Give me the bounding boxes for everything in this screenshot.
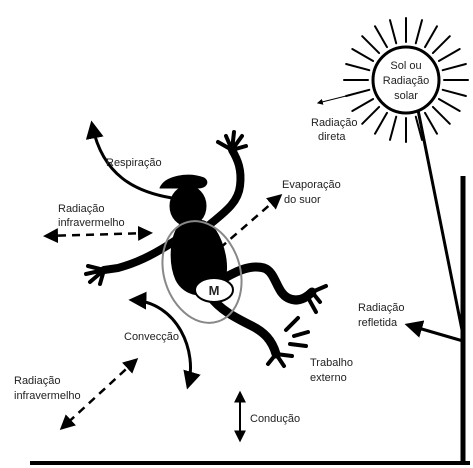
sun-ray: [416, 20, 422, 43]
direct-radiation-arrow: [318, 90, 370, 103]
sun-ray: [352, 99, 373, 111]
sun-ray: [443, 64, 466, 70]
figure-left-leg: [210, 296, 276, 354]
radiacao-direta-label-1: Radiação: [311, 117, 357, 129]
radiacao-refletida-label-1: Radiação: [358, 302, 404, 314]
sun-ray: [443, 90, 466, 96]
sun-ray: [390, 20, 396, 43]
conveccao-label: Convecção: [124, 331, 179, 343]
sun-ray: [375, 113, 387, 134]
evaporacao-label-1: Evaporação: [282, 179, 341, 191]
infrared-upper-arrow: [46, 233, 150, 236]
respiracao-label: Respiração: [106, 157, 162, 169]
trabalho-label-1: Trabalho: [310, 357, 353, 369]
figure-raised-arm: [208, 150, 241, 226]
sun-ray: [433, 107, 450, 124]
radiacao-iv-upper-label-1: Radiação: [58, 203, 104, 215]
figure-left-hand: [86, 266, 104, 284]
sun-ray: [433, 36, 450, 53]
radiacao-direta-label-2: direta: [318, 131, 346, 143]
sun-ray: [439, 99, 460, 111]
radiacao-iv-lower-label-1: Radiação: [14, 375, 60, 387]
convection-arrow: [132, 300, 191, 386]
figure-raised-hand: [218, 132, 246, 150]
evaporacao-label-2: do suor: [284, 194, 321, 206]
sun-label-line2: Radiação: [383, 75, 429, 87]
sun-ray: [439, 49, 460, 61]
sun-ray: [362, 107, 379, 124]
sun-ray: [346, 64, 369, 70]
sun-ray: [425, 113, 437, 134]
sun-ray: [362, 36, 379, 53]
radiacao-refletida-label-2: refletida: [358, 317, 398, 329]
sun-ray: [375, 26, 387, 47]
reflected-radiation-arrow: [408, 325, 463, 341]
radiacao-iv-upper-label-2: infravermelho: [58, 217, 125, 229]
radiacao-iv-lower-label-2: infravermelho: [14, 390, 81, 402]
sun-ray: [425, 26, 437, 47]
sun-label-line3: solar: [394, 90, 418, 102]
solar-beam: [418, 110, 464, 340]
metabolism-label: M: [209, 283, 220, 298]
sun: Sol ou Radiação solar: [344, 18, 468, 142]
sun-ray: [352, 49, 373, 61]
trabalho-label-2: externo: [310, 372, 347, 384]
conducao-label: Condução: [250, 413, 300, 425]
sun-label-line1: Sol ou: [390, 60, 421, 72]
sun-ray: [390, 117, 396, 140]
